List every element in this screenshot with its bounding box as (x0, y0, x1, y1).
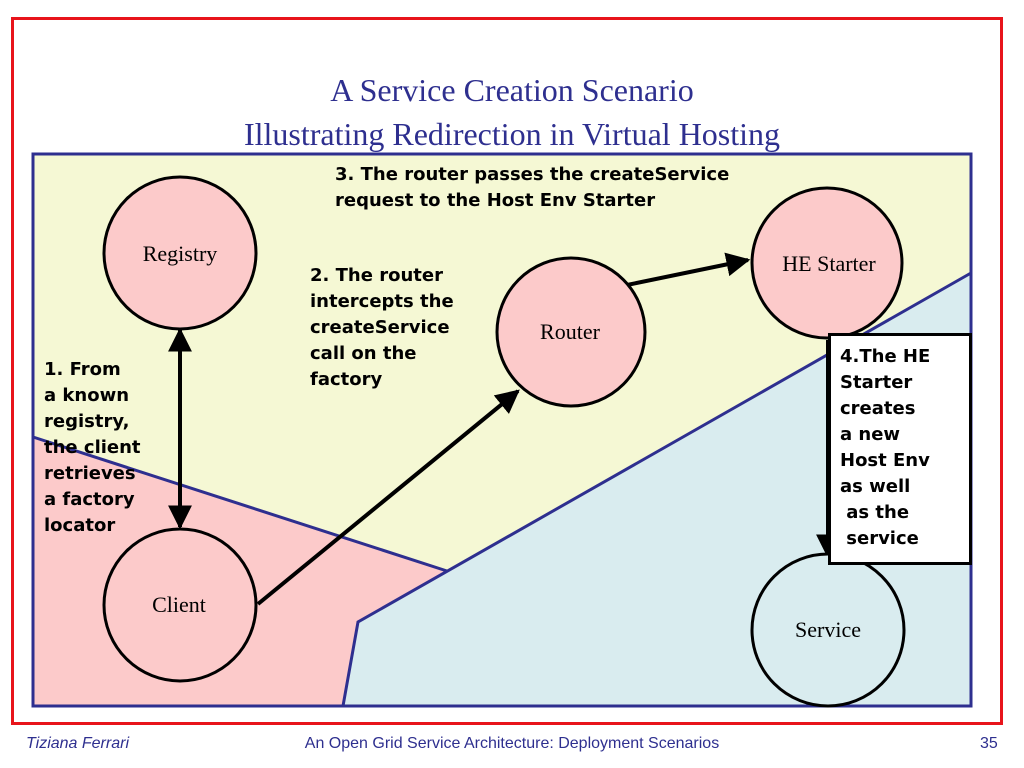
he-starter-node: HE Starter (750, 186, 904, 340)
client-node: Client (102, 527, 258, 683)
service-label: Service (795, 617, 861, 642)
router-label: Router (540, 319, 601, 344)
step3-note: 3. The router passes the createService r… (335, 164, 730, 211)
router-he-starter-arrow (626, 252, 751, 287)
slide-title: A Service Creation Scenario (330, 72, 694, 108)
blue-boundary (341, 271, 972, 707)
step2-note: 2. The router intercepts the createServi… (310, 265, 454, 390)
registry-label: Registry (143, 241, 218, 266)
footer-title: An Open Grid Service Architecture: Deplo… (304, 735, 720, 752)
step4-note-box: 4.The HE Starter creates a new Host Env … (828, 333, 972, 565)
footer-author: Tiziana Ferrari (26, 735, 129, 752)
he-starter-label: HE Starter (782, 251, 876, 276)
pink-boundary (32, 435, 448, 573)
registry-node: Registry (102, 175, 258, 331)
client-label: Client (152, 592, 206, 617)
client-router-arrow (256, 389, 520, 606)
service-node: Service (750, 552, 906, 708)
page-number: 35 (980, 735, 998, 752)
slide-frame (11, 17, 1003, 725)
step1-note: 1. From a known registry, the client ret… (44, 359, 141, 536)
slide-subtitle: Illustrating Redirection in Virtual Host… (243, 116, 781, 152)
router-node: Router (495, 256, 647, 408)
